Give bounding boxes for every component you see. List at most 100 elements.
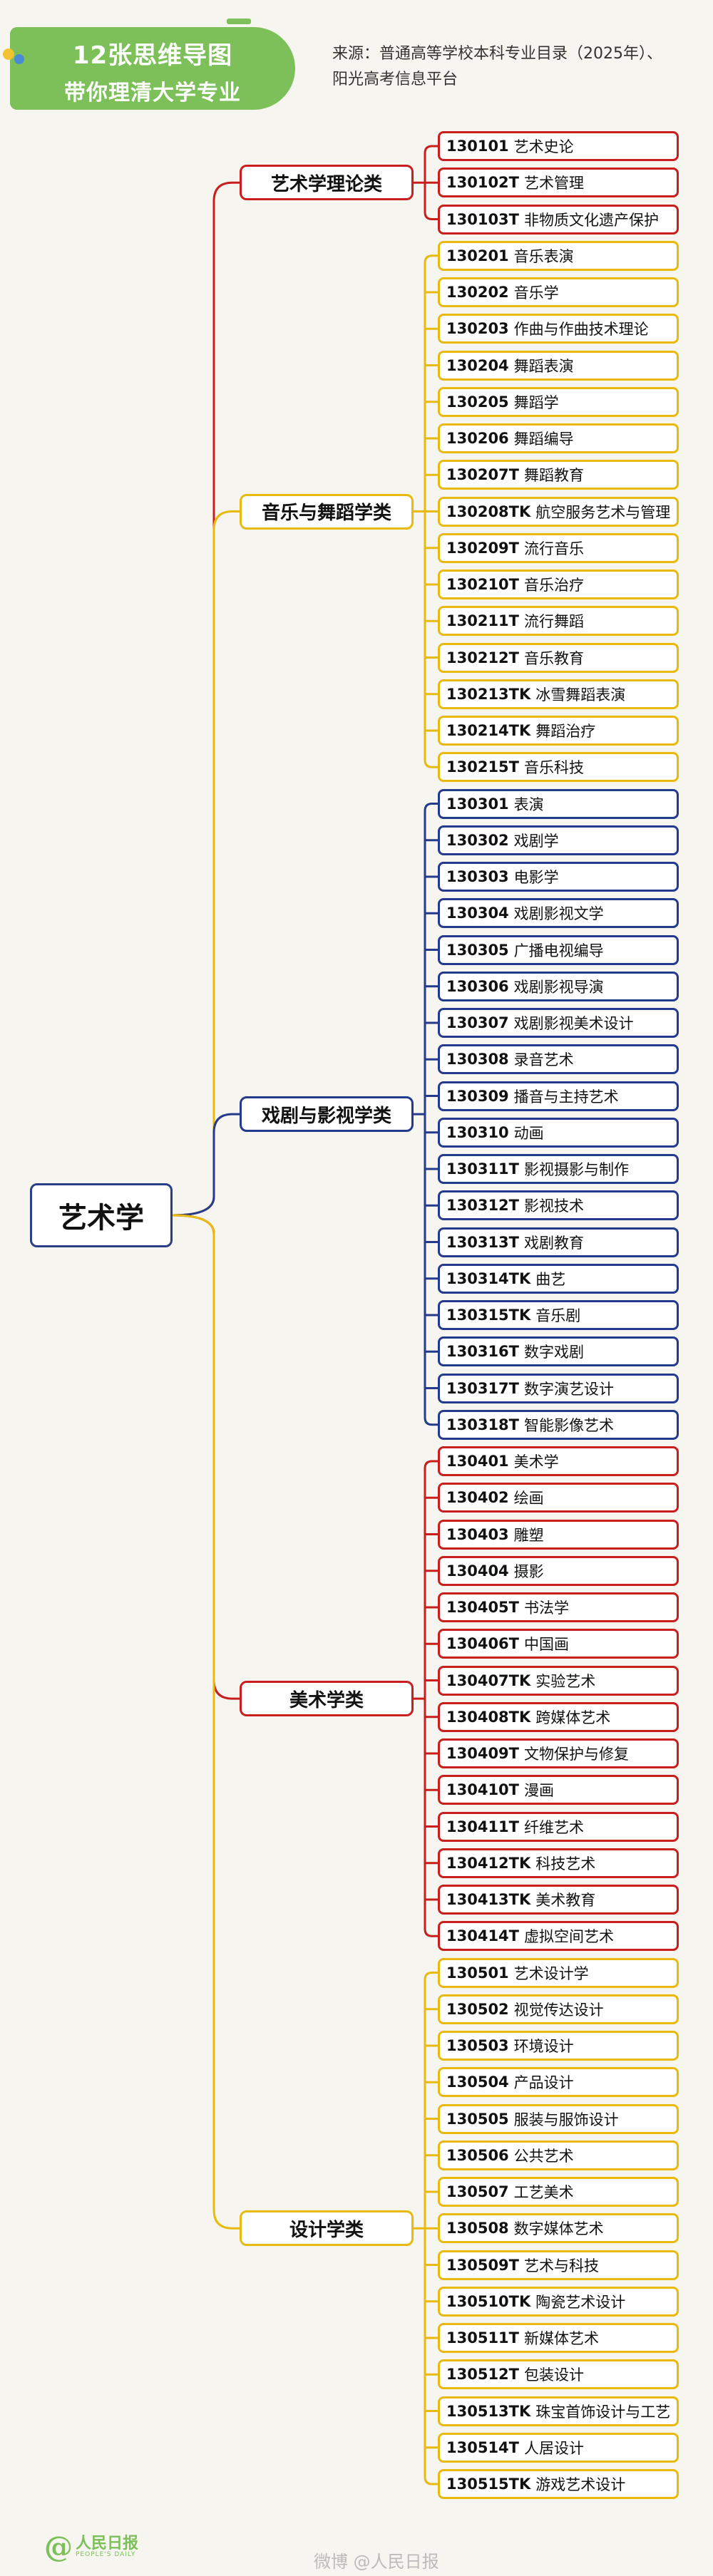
major-code: 130318T	[446, 1416, 519, 1433]
major-name: 流行舞蹈	[524, 613, 584, 631]
major-code: 130307	[446, 1014, 509, 1031]
major-name: 服装与服饰设计	[513, 2111, 619, 2128]
major-name: 冰雪舞蹈表演	[535, 686, 626, 704]
major-code: 130409T	[446, 1745, 519, 1762]
major-name: 珠宝首饰设计与工艺	[535, 2403, 671, 2421]
major-code: 130207T	[446, 466, 519, 484]
major-code: 130214TK	[446, 722, 531, 739]
major-code: 130510TK	[446, 2292, 531, 2310]
major-code: 130404	[446, 1562, 509, 1580]
major-name: 雕塑	[513, 1526, 544, 1544]
header-title: 12张思维导图	[72, 41, 233, 70]
major-code: 130506	[446, 2146, 509, 2164]
major-name: 虚拟空间艺术	[524, 1928, 614, 1946]
major-code: 130202	[446, 284, 509, 301]
major-code: 130314TK	[446, 1269, 531, 1287]
major-code: 130402	[446, 1489, 509, 1507]
root-branch-line	[172, 1214, 240, 2230]
major-name: 戏剧学	[513, 832, 559, 850]
major-code: 130309	[446, 1087, 509, 1105]
logo-at-icon: @	[44, 2530, 73, 2564]
major-name: 环境设计	[513, 2038, 574, 2055]
major-code: 130208TK	[446, 503, 531, 520]
major-code: 130204	[446, 356, 509, 374]
major-code: 130312T	[446, 1197, 519, 1215]
major-name: 摄影	[513, 1562, 544, 1580]
major-name: 工艺美术	[513, 2184, 574, 2201]
source-note: 来源：普通高等学校本科专业目录（2025年）、 阳光高考信息平台	[332, 41, 703, 93]
major-name: 包装设计	[524, 2366, 584, 2384]
major-code: 130210T	[446, 576, 519, 593]
major-name: 舞蹈治疗	[535, 723, 596, 740]
category-node: 美术学类	[240, 1681, 414, 1717]
major-code: 130508	[446, 2220, 509, 2237]
header-subtitle: 带你理清大学专业	[64, 81, 241, 105]
major-name: 跨媒体艺术	[535, 1709, 611, 1726]
major-code: 130405T	[446, 1599, 519, 1616]
major-name: 录音艺术	[513, 1051, 574, 1069]
major-name: 电影学	[513, 869, 559, 886]
category-bracket-line	[424, 803, 438, 1426]
root-branch-line	[172, 510, 240, 1217]
logo-name: 人民日报	[76, 2535, 139, 2552]
major-code: 130304	[446, 905, 509, 922]
category-node: 艺术学理论类	[240, 165, 414, 201]
major-code: 130408TK	[446, 1708, 531, 1726]
major-item: 130210T 音乐治疗	[438, 570, 679, 599]
weibo-watermark: 微博 @人民日报	[314, 2552, 439, 2572]
major-name: 艺术设计学	[513, 1964, 589, 1982]
decor-dot-yellow	[3, 48, 14, 60]
major-code: 130103T	[446, 210, 519, 228]
major-code: 130407TK	[446, 1671, 531, 1689]
major-item: 130405T 书法学	[438, 1592, 679, 1622]
major-code: 130513TK	[446, 2402, 531, 2420]
major-name: 艺术管理	[524, 175, 584, 192]
major-name: 新媒体艺术	[524, 2330, 599, 2347]
major-item: 130212T 音乐教育	[438, 642, 679, 673]
major-name: 音乐治疗	[524, 577, 584, 594]
source-line-2: 阳光高考信息平台	[332, 71, 458, 88]
major-code: 130215T	[446, 758, 519, 776]
root-branch-line	[172, 181, 240, 1217]
major-name: 广播电视编导	[513, 942, 604, 959]
major-name: 音乐教育	[524, 649, 584, 667]
major-name: 音乐剧	[535, 1307, 581, 1324]
major-code: 130311T	[446, 1160, 519, 1178]
major-code: 130313T	[446, 1233, 519, 1251]
major-code: 130502	[446, 2000, 509, 2018]
major-code: 130301	[446, 795, 509, 813]
category-node: 音乐与舞蹈学类	[240, 493, 414, 530]
major-name: 书法学	[524, 1599, 569, 1617]
major-code: 130212T	[446, 649, 519, 666]
major-name: 艺术与科技	[524, 2257, 599, 2274]
